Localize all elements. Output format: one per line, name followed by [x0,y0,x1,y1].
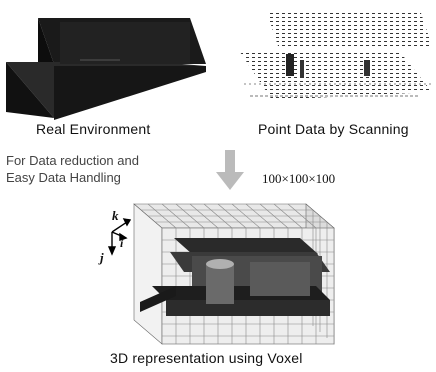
down-arrow-icon [216,150,244,190]
real-environment-label: Real Environment [36,121,151,137]
reduction-label-line1: For Data reduction and [6,153,139,168]
point-cloud-scan [240,10,432,100]
axis-i-label: i [120,236,124,250]
voxel-cube [133,203,335,345]
axis-j-label: j [100,250,104,265]
reduction-label-line2: Easy Data Handling [6,170,121,185]
real-environment-model [6,18,206,120]
voxel-size-label: 100×100×100 [262,171,336,186]
axis-k-label: k [112,208,119,223]
axis-indicator [107,218,132,256]
point-data-label: Point Data by Scanning [258,121,409,137]
voxel-caption: 3D representation using Voxel [110,350,303,366]
